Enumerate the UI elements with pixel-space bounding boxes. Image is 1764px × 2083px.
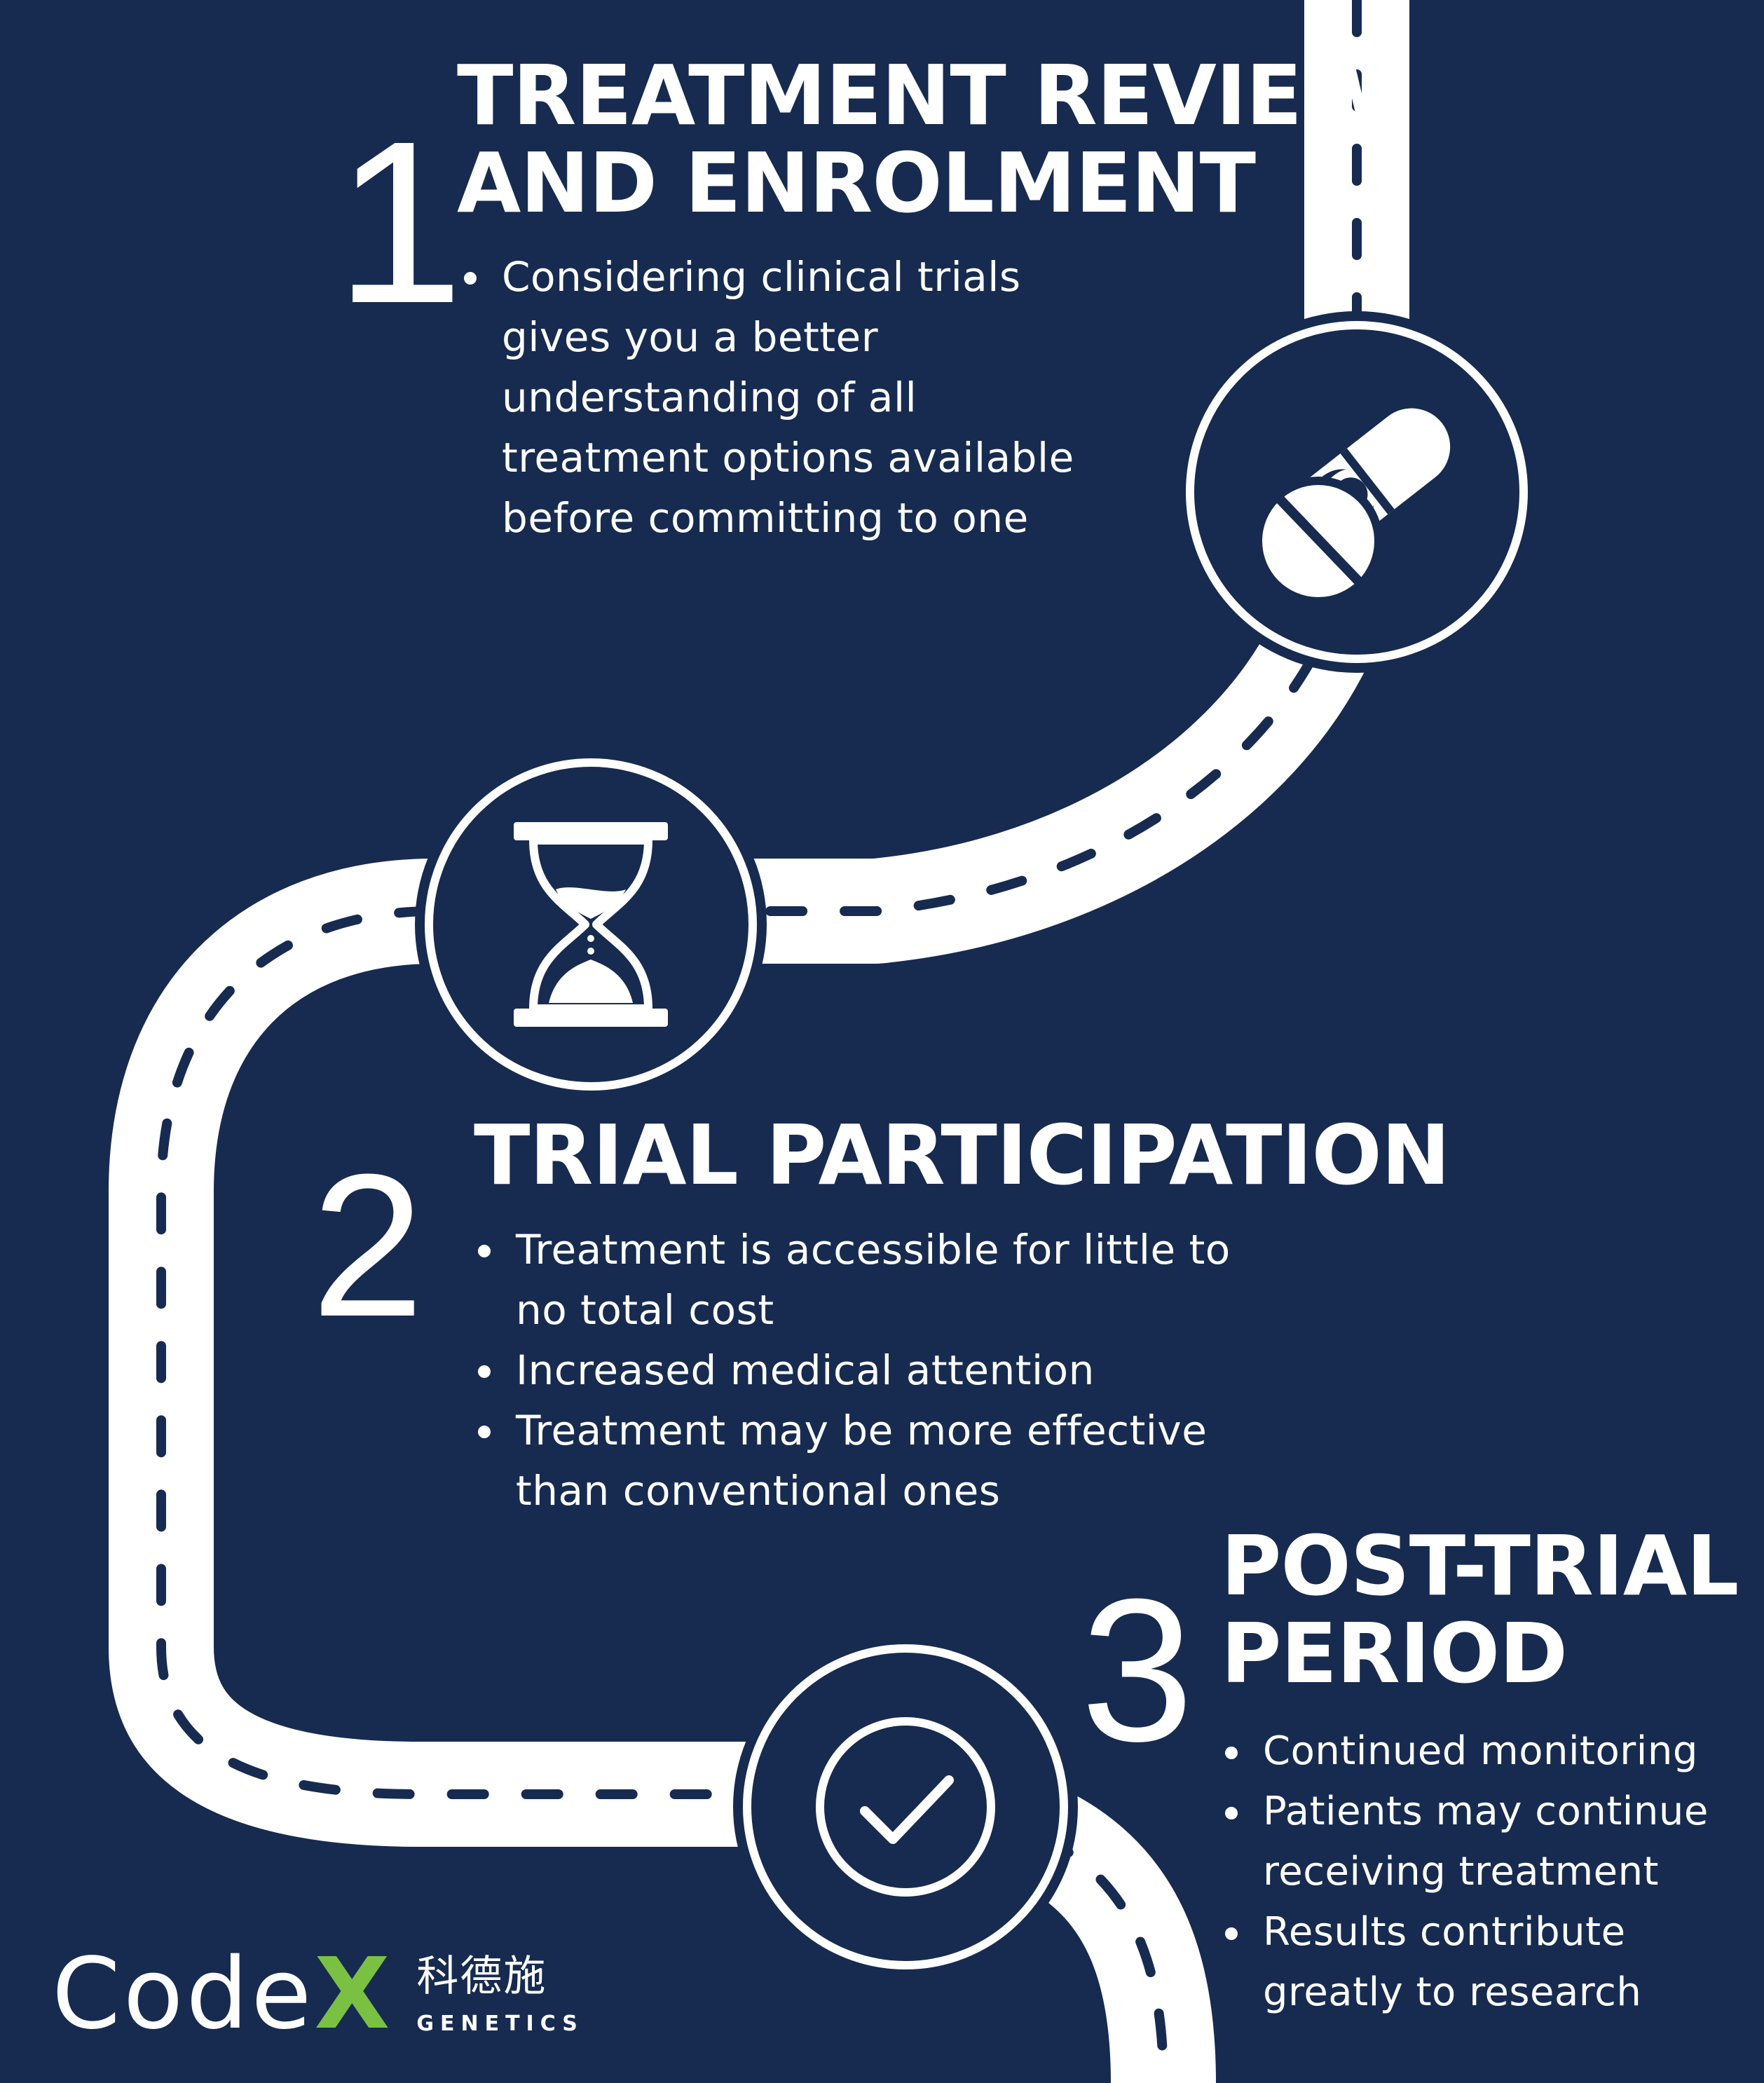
step-title-3-line-2: PERIOD	[1221, 1605, 1568, 1702]
bullet-line: Patients may continue	[1263, 1789, 1709, 1834]
step-number-2: 2	[311, 1132, 425, 1359]
logo-word-accent: X	[314, 1937, 393, 2051]
step-title-2-line-1: TRIAL PARTICIPATION	[474, 1107, 1451, 1203]
bullet-item: Treatment may be more effective than con…	[475, 1400, 1231, 1521]
bullet-item: Patients may continue receiving treatmen…	[1222, 1782, 1709, 1902]
hourglass-icon	[514, 822, 668, 1027]
bullet-line: greatly to research	[1263, 1969, 1642, 2015]
bullet-line: treatment options available	[502, 434, 1074, 482]
bullet-line: than conventional ones	[516, 1467, 1001, 1515]
hourglass-icon-circle	[425, 758, 757, 1091]
logo-chinese-name: 科德施	[416, 1952, 547, 2001]
bullet-line: no total cost	[516, 1286, 774, 1334]
bullet-item: Results contribute greatly to research	[1222, 1902, 1709, 2023]
bullet-line: gives you a better	[502, 313, 879, 361]
step-2-bullets: Treatment is accessible for little to no…	[475, 1220, 1231, 1521]
bullet-line: Treatment is accessible for little to	[516, 1226, 1231, 1273]
step-title-3: POST-TRIAL PERIOD	[1221, 1517, 1739, 1702]
bullet-item: Considering clinical trials gives you a …	[461, 247, 1074, 548]
step-number-3: 3	[1081, 1557, 1194, 1784]
step-number-1: 1	[335, 93, 464, 351]
step-title-1-line-2: AND ENROLMENT	[457, 135, 1256, 232]
bullet-line: before committing to one	[502, 494, 1029, 542]
logo-subtitle: GENETICS	[416, 2012, 584, 2036]
checkmark-icon-circle	[743, 1644, 1068, 1969]
bullet-line: Increased medical attention	[516, 1346, 1095, 1394]
bullet-line: understanding of all	[502, 374, 917, 421]
bullet-line: Considering clinical trials	[502, 253, 1021, 301]
logo-right: 科德施 GENETICS	[416, 1955, 584, 2036]
step-1-bullets: Considering clinical trials gives you a …	[461, 247, 1074, 548]
bullet-item: Increased medical attention	[475, 1340, 1231, 1400]
step-title-1: TREATMENT REVIEW AND ENROLMENT	[457, 47, 1393, 232]
bullet-line: Continued monitoring	[1263, 1728, 1698, 1774]
bullet-line: Treatment may be more effective	[516, 1407, 1208, 1454]
logo-word-main: Code	[52, 1937, 315, 2051]
bullet-line: receiving treatment	[1263, 1849, 1660, 1894]
step-title-2: TRIAL PARTICIPATION	[474, 1107, 1451, 1203]
step-3-bullets: Continued monitoring Patients may contin…	[1222, 1721, 1709, 2023]
pills-icon-circle	[1186, 321, 1528, 663]
bullet-item: Continued monitoring	[1222, 1721, 1709, 1782]
step-title-1-line-1: TREATMENT REVIEW	[457, 47, 1393, 144]
step-title-3-line-1: POST-TRIAL	[1221, 1517, 1739, 1614]
codex-genetics-logo: CodeX 科德施 GENETICS	[52, 1946, 584, 2044]
pills-icon	[1254, 408, 1451, 606]
logo-wordmark: CodeX	[52, 1946, 392, 2044]
checkmark-icon	[816, 1717, 995, 1897]
bullet-item: Treatment is accessible for little to no…	[475, 1220, 1231, 1340]
bullet-line: Results contribute	[1263, 1909, 1626, 1955]
